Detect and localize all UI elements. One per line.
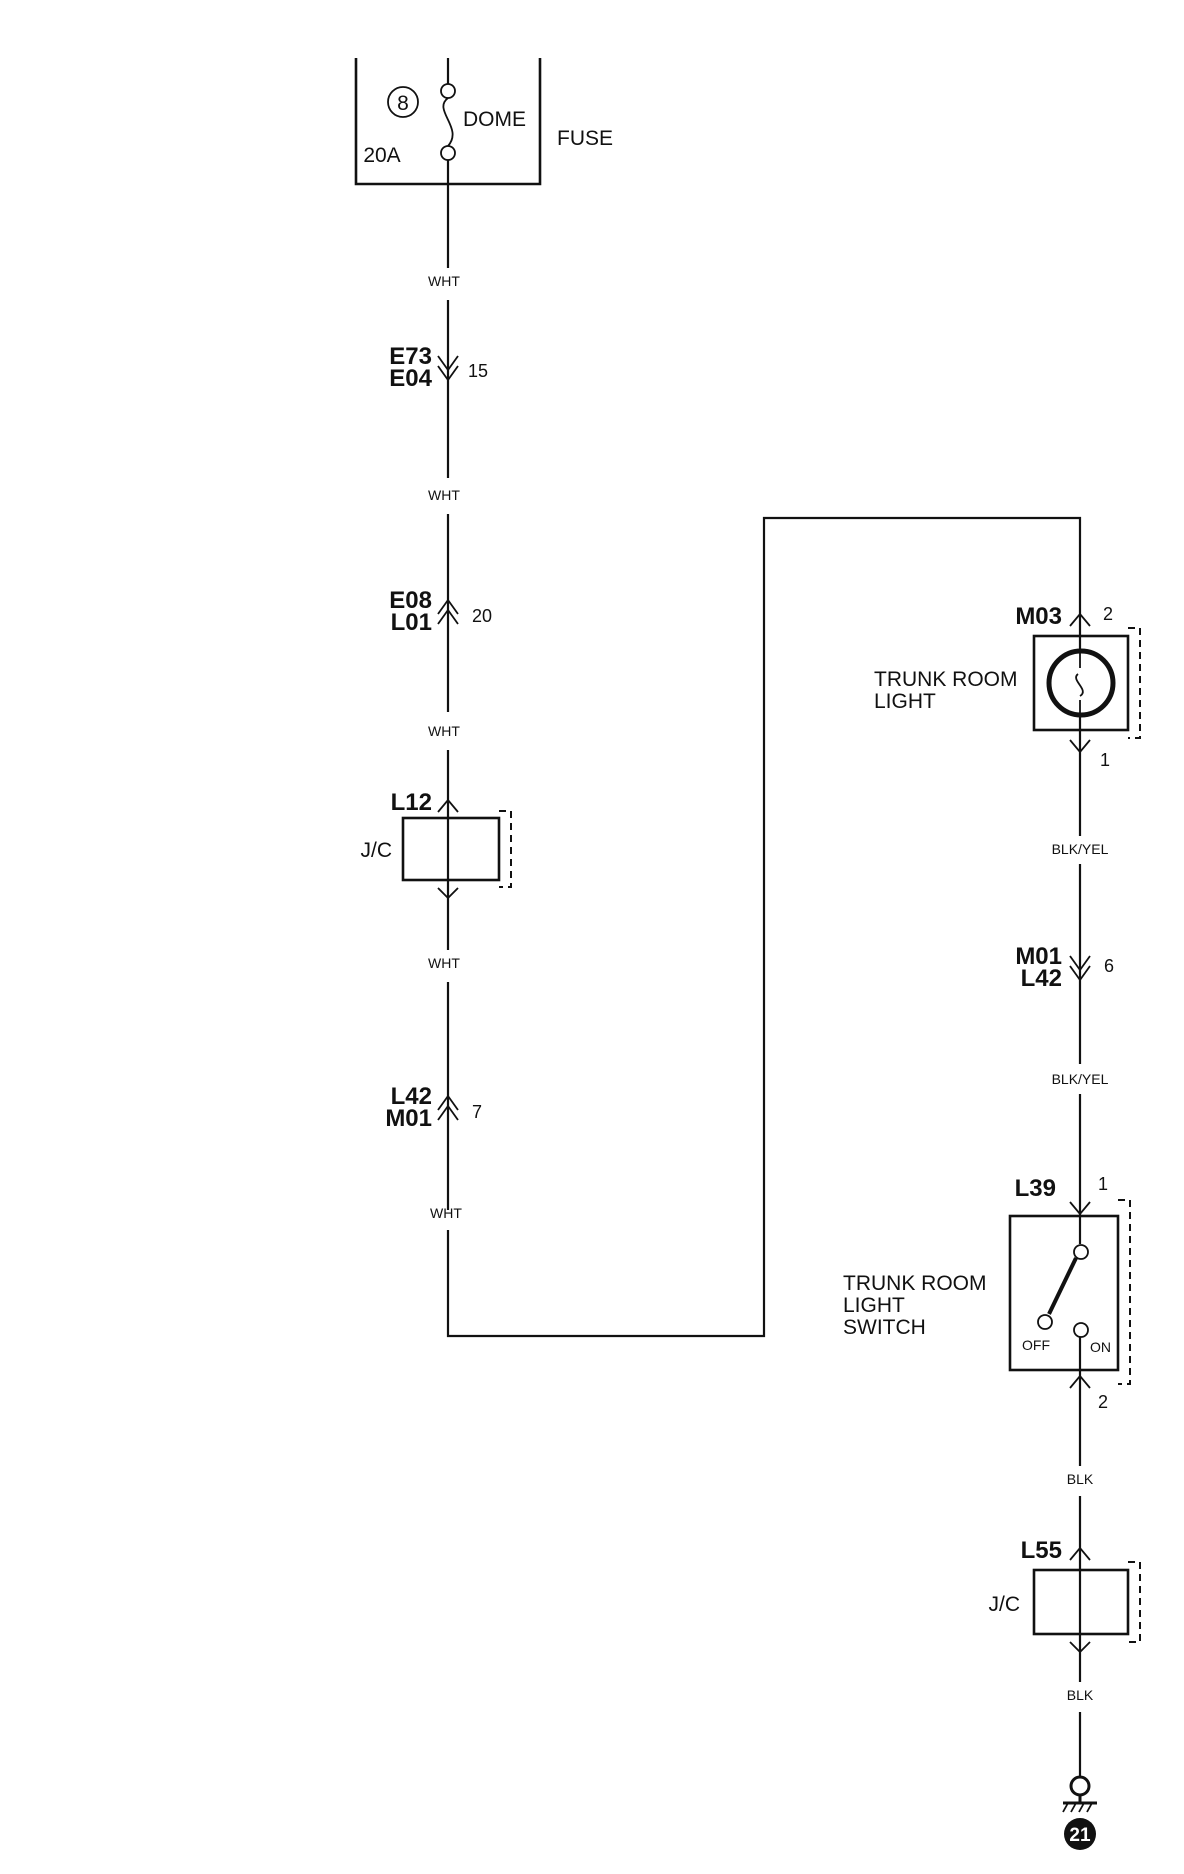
connector-m01-l42: M01 L42 6 [1015, 943, 1114, 992]
connector-id: L42 [391, 1083, 432, 1110]
connector-e73-e04: E73 E04 15 [389, 343, 488, 392]
wire-color-label: WHT [428, 723, 460, 739]
fuse-box: 8 20A DOME [354, 58, 542, 186]
wire-color-label: BLK [1067, 1687, 1094, 1703]
connector-id: M01 [1015, 943, 1062, 970]
wire-color-label: BLK/YEL [1052, 1071, 1109, 1087]
wire-color-label: BLK [1067, 1471, 1094, 1487]
junction-connector-l55: L55 J/C [989, 1537, 1141, 1654]
wire-color-label: WHT [428, 487, 460, 503]
switch-on-label: ON [1090, 1339, 1111, 1355]
trunk-room-light-switch: L39 1 OFF ON 2 TRUNK ROOM LIGHT SWITCH [843, 1174, 1131, 1412]
connector-id: E04 [389, 365, 432, 392]
fuse-name: DOME [463, 108, 526, 131]
pin-number: 15 [468, 361, 488, 381]
connector-id: M03 [1015, 603, 1062, 630]
component-label: SWITCH [843, 1316, 926, 1339]
fuse-icon [440, 58, 456, 184]
jc-label: J/C [361, 839, 393, 862]
fuse-number: 8 [397, 92, 409, 115]
fuse-label: FUSE [557, 127, 613, 150]
ground-number-badge [1064, 1818, 1096, 1850]
ground-number: 21 [1069, 1825, 1091, 1846]
fuse-rating: 20A [363, 144, 400, 167]
pin-number: 1 [1100, 750, 1110, 770]
connector-id: M01 [385, 1105, 432, 1132]
lamp-icon [1046, 648, 1116, 718]
component-label: TRUNK ROOM [874, 668, 1018, 691]
pin-number: 20 [472, 606, 492, 626]
connector-l42-m01: L42 M01 7 [385, 1083, 482, 1132]
connector-id: L42 [1021, 965, 1062, 992]
wire-segment [446, 516, 1082, 1338]
connector-id: L01 [391, 609, 432, 636]
switch-icon [1037, 1244, 1089, 1338]
component-label: LIGHT [843, 1294, 905, 1317]
pin-number: 7 [472, 1102, 482, 1122]
wire-color-label: BLK/YEL [1052, 841, 1109, 857]
wire-color-label: WHT [430, 1205, 462, 1221]
trunk-room-light: M03 2 1 TRUNK ROOM LIGHT [874, 603, 1141, 770]
pin-number: 2 [1098, 1392, 1108, 1412]
ground-icon [1062, 1775, 1097, 1813]
connector-id: E08 [389, 587, 432, 614]
fuse-number-circle [387, 86, 419, 118]
wire-color-label: WHT [428, 955, 460, 971]
component-label: TRUNK ROOM [843, 1272, 987, 1295]
connector-e08-l01: E08 L01 20 [389, 587, 492, 636]
pin-number: 1 [1098, 1174, 1108, 1194]
junction-connector-l12: L12 J/C [361, 789, 512, 900]
connector-id: L39 [1015, 1175, 1056, 1202]
component-label: LIGHT [874, 690, 936, 713]
connector-id: L12 [391, 789, 432, 816]
connector-id: E73 [389, 343, 432, 370]
switch-off-label: OFF [1022, 1337, 1050, 1353]
wire-color-label: WHT [428, 273, 460, 289]
pin-number: 2 [1103, 604, 1113, 624]
pin-number: 6 [1104, 956, 1114, 976]
connector-id: L55 [1021, 1537, 1062, 1564]
jc-label: J/C [989, 1593, 1021, 1616]
